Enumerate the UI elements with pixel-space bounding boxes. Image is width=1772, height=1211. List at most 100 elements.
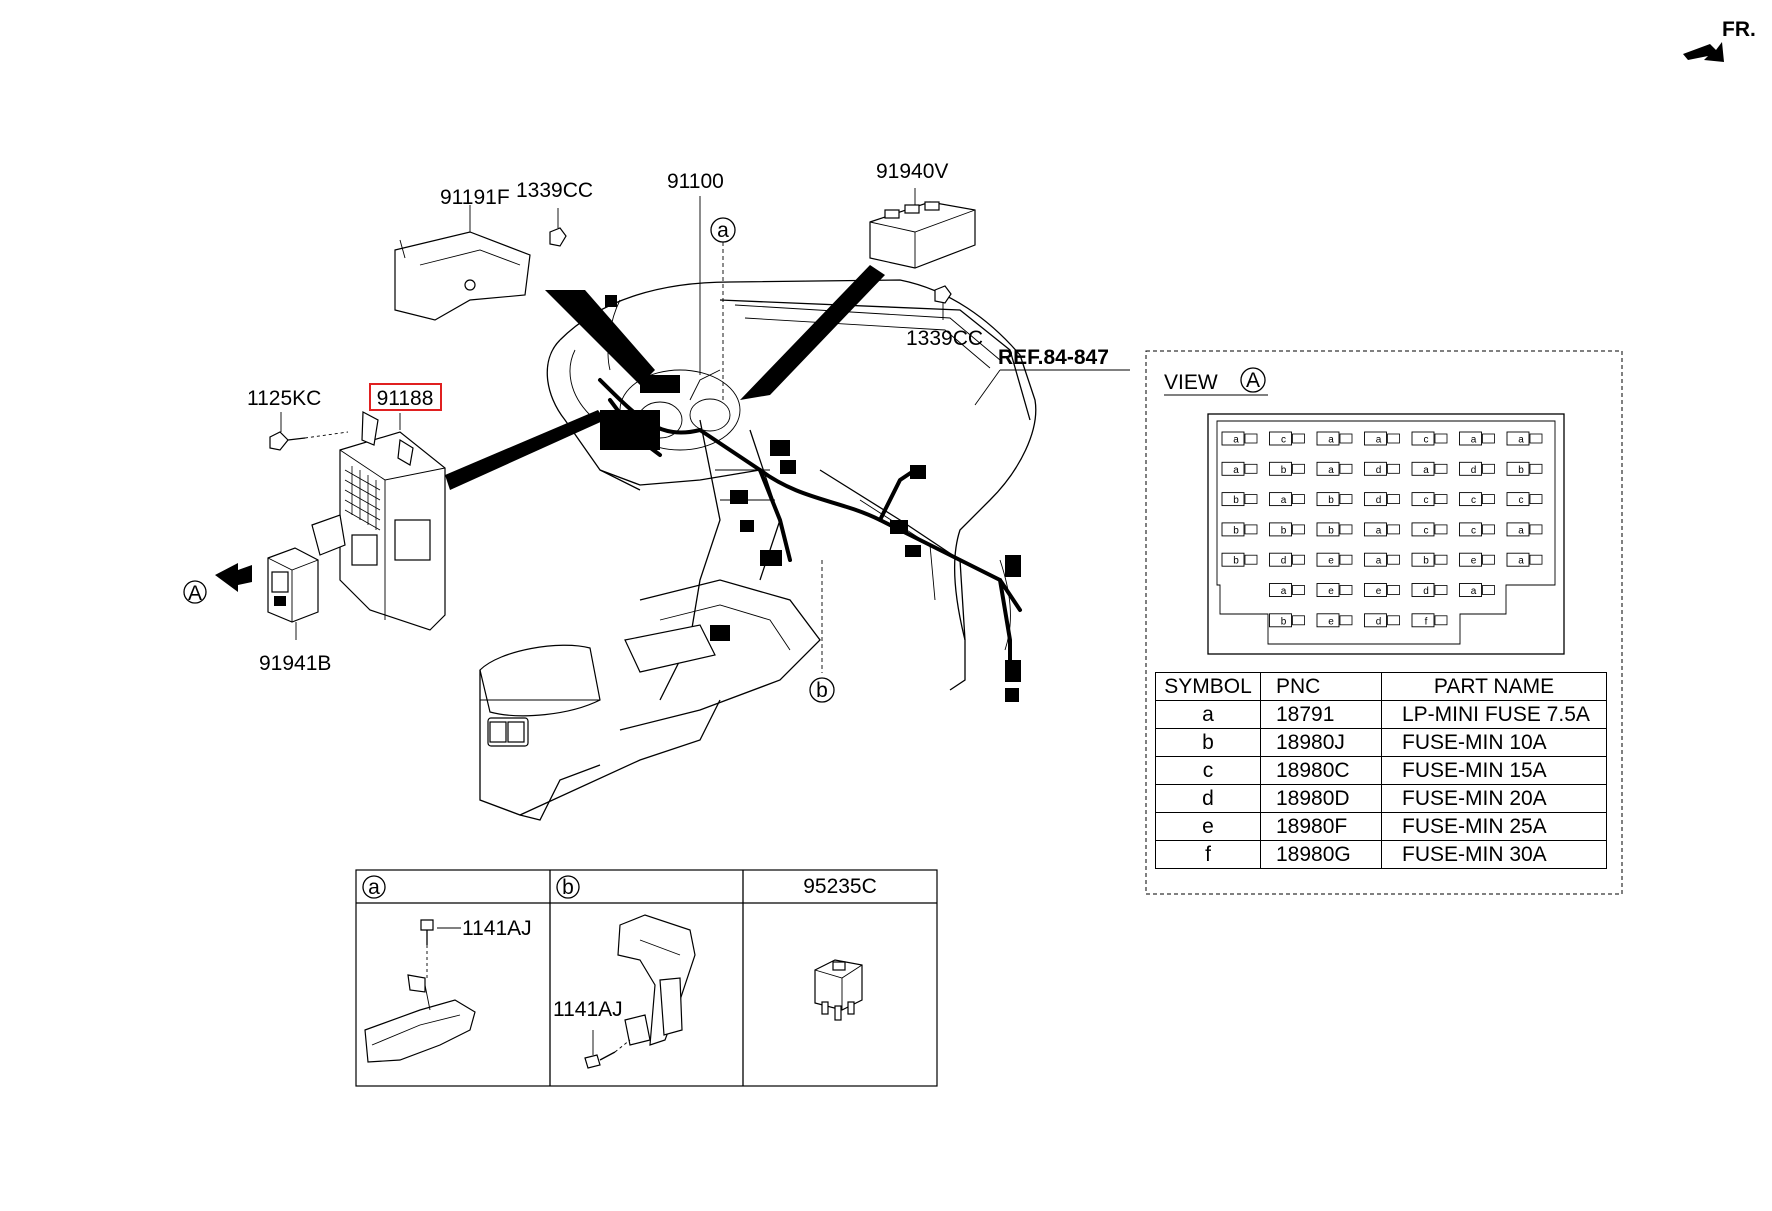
fuse-slot: c: [1411, 522, 1448, 536]
fuse-slot-symbol: b: [1423, 556, 1429, 567]
fuse-slot: a: [1364, 522, 1400, 536]
fuse-slot: a: [1459, 431, 1495, 446]
module-91940V: [869, 188, 976, 269]
bracket-91191F: [394, 205, 531, 321]
fuse-slot-symbol: a: [1471, 435, 1477, 446]
fuse-slot-terminal: [1434, 585, 1448, 595]
fuse-slot-symbol: a: [1328, 435, 1334, 446]
fuse-symbol-cell: a: [1155, 700, 1261, 729]
fuse-slot-symbol: b: [1281, 465, 1287, 476]
fuse-slot-terminal: [1292, 554, 1305, 565]
fuse-slot-symbol: a: [1376, 525, 1382, 536]
fuse-slot-symbol: d: [1281, 556, 1287, 567]
fuse-slot-body: [1459, 431, 1482, 446]
fuse-slot: d: [1364, 461, 1400, 476]
fuse-slot-terminal: [1482, 463, 1495, 474]
fuse-pnc-cell: 18791: [1260, 700, 1382, 729]
fuse-slot: a: [1411, 461, 1448, 476]
fuse-slot-body: [1221, 431, 1245, 446]
fuse-slot-symbol: b: [1281, 616, 1287, 627]
fuse-slot-body: [1221, 522, 1245, 537]
fuse-slot: b: [1269, 613, 1305, 628]
fuse-slot-body: [1506, 431, 1530, 446]
label-91100: 91100: [667, 170, 724, 193]
fuse-slot-body: [1316, 492, 1340, 507]
fuse-slot-terminal: [1244, 463, 1258, 474]
fuse-slot-body: [1459, 522, 1482, 537]
fuse-pnc-cell: 18980D: [1260, 784, 1382, 813]
fuse-slot-symbol: d: [1376, 616, 1382, 627]
fuse-slot-body: [1316, 613, 1340, 628]
fuse-slot-symbol: a: [1471, 586, 1477, 597]
fuse-slot-body: [1269, 431, 1292, 446]
wedge-91191F: [545, 290, 655, 385]
fuse-pnc-cell: 18980F: [1260, 812, 1382, 841]
fuse-slot: b: [1506, 461, 1543, 476]
fuse-slot-body: [1269, 583, 1292, 597]
fuse-slot-symbol: d: [1376, 495, 1382, 506]
fuse-slot: a: [1269, 583, 1305, 597]
fuse-slot-symbol: d: [1423, 586, 1429, 597]
fuse-slot: b: [1221, 522, 1258, 537]
fuse-slot-terminal: [1434, 433, 1448, 444]
fuse-table-header-row: SYMBOL PNC PART NAME: [1155, 672, 1607, 701]
circle-callout-b-letter: b: [816, 679, 828, 702]
fuse-slot-body: [1411, 431, 1435, 446]
fuse-slot-body: [1269, 613, 1292, 628]
fuse-slot-body: [1364, 552, 1387, 567]
fuse-slot-body: [1411, 492, 1435, 507]
fuse-slot: b: [1269, 461, 1305, 476]
fuse-slot-body: [1269, 522, 1292, 537]
fuse-table-row: a 18791 LP-MINI FUSE 7.5A: [1155, 700, 1607, 729]
fuse-slot-terminal: [1434, 463, 1448, 474]
detail-panel-c: 95235C: [803, 875, 877, 1021]
fuse-slot: b: [1221, 492, 1258, 506]
nut-1339CC-right: [934, 285, 952, 320]
fuse-slot-body: [1411, 461, 1435, 476]
fuse-slot-terminal: [1387, 585, 1400, 595]
fuse-slot: b: [1411, 552, 1448, 567]
fuse-slot-body: [1316, 431, 1340, 446]
fuse-name-cell: FUSE-MIN 15A: [1381, 756, 1607, 785]
fuse-slot-terminal: [1387, 463, 1400, 474]
fuse-slot-terminal: [1339, 585, 1353, 595]
view-a-circle-letter: A: [1246, 369, 1260, 392]
fuse-symbol-cell: b: [1155, 728, 1261, 757]
fuse-name-cell: FUSE-MIN 10A: [1381, 728, 1607, 757]
fuse-slot: b: [1316, 492, 1353, 507]
fuse-slot-body: [1364, 613, 1387, 628]
detail-panel-a: a 1141AJ: [362, 875, 532, 1063]
detail-panel-a-header: a: [368, 876, 380, 899]
fuse-slot-terminal: [1244, 554, 1258, 565]
fuse-slot: a: [1316, 461, 1353, 476]
fuse-slot-terminal: [1387, 433, 1400, 444]
detail-panel-b-part: 1141AJ: [553, 998, 623, 1021]
fuse-slot: a: [1364, 431, 1400, 446]
fuse-slot-terminal: [1292, 494, 1305, 505]
fuse-slot-symbol: c: [1424, 495, 1429, 506]
junction-box-91188: [311, 411, 446, 631]
fuse-slot: d: [1364, 492, 1400, 506]
fuse-slot-body: [1269, 461, 1292, 476]
fuse-slot-symbol: b: [1233, 556, 1239, 567]
fuse-slot: e: [1316, 552, 1353, 567]
fuse-slot: b: [1221, 552, 1258, 567]
fuse-symbol-cell: f: [1155, 840, 1261, 869]
fuse-slot-terminal: [1434, 524, 1448, 535]
fuse-slot-terminal: [1244, 494, 1258, 505]
fuse-slot-symbol: a: [1518, 556, 1524, 567]
fuse-slot-symbol: b: [1233, 525, 1239, 536]
fuse-slot-symbol: f: [1425, 616, 1428, 627]
detail-panel-b-header: b: [562, 876, 574, 899]
view-arrow-letter: A: [188, 582, 202, 605]
fuse-slot-body: [1316, 552, 1340, 567]
fuse-slot-body: [1506, 461, 1530, 476]
fuse-slot-terminal: [1339, 494, 1353, 505]
fuse-pnc-cell: 18980G: [1260, 840, 1382, 869]
fuse-slot: a: [1221, 461, 1258, 476]
front-arrow-icon: [1683, 42, 1724, 62]
fuse-slot-terminal: [1482, 433, 1495, 444]
fuse-slot-terminal: [1244, 433, 1258, 444]
detail-panels: a 1141AJ b 1141AJ 95235C: [355, 869, 938, 1087]
